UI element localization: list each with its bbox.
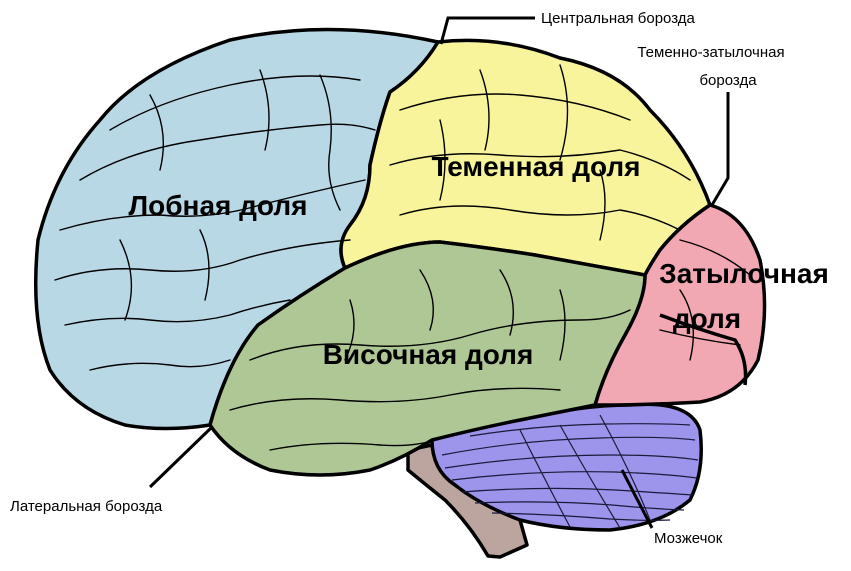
lateral-sulcus-leader xyxy=(148,425,214,489)
occipital-lobe-label-line2: доля xyxy=(673,303,741,334)
occipital-lobe-label-line1: Затылочная xyxy=(659,258,829,289)
temporal-lobe-label: Височная доля xyxy=(323,339,534,370)
occipital-gyri xyxy=(659,239,751,361)
temporal-gyri xyxy=(229,269,631,451)
parietal-lobe-label: Теменная доля xyxy=(431,151,640,182)
cerebellum-label: Мозжечок xyxy=(654,530,723,547)
central-sulcus-label: Центральная борозда xyxy=(541,10,696,27)
cerebellum-folia xyxy=(441,414,699,529)
lateral-sulcus-label: Латеральная борозда xyxy=(10,498,163,515)
frontal-lobe-label: Лобная доля xyxy=(129,190,308,221)
central-sulcus-leader xyxy=(439,16,535,45)
parietal-gyri xyxy=(389,64,691,241)
occipital-sulcus xyxy=(659,313,748,386)
frontal-gyri xyxy=(54,69,376,371)
cerebellum-leader xyxy=(620,469,654,529)
parieto-occipital-sulcus-label-line2: борозда xyxy=(699,72,757,89)
temporal-lobe xyxy=(208,240,647,477)
occipital-lobe xyxy=(593,203,767,407)
parieto-occipital-sulcus-leader xyxy=(710,92,730,206)
parietal-temporal-boundary xyxy=(439,241,646,276)
parieto-occipital-sulcus-label-line1: Теменно-затылочная xyxy=(637,44,784,61)
